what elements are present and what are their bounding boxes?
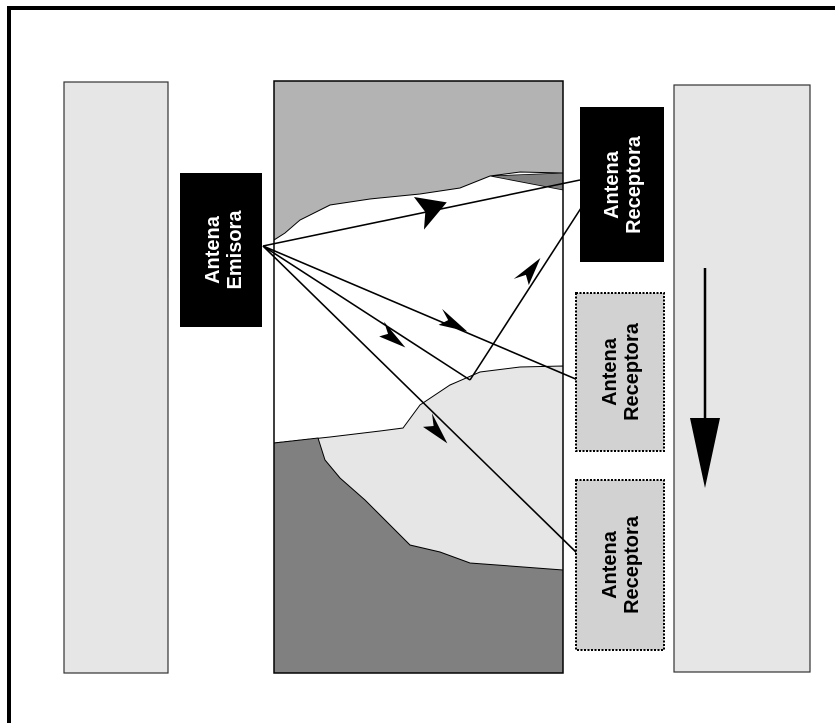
receiver-antenna-3: Antena Receptora (575, 479, 665, 651)
receiver-3-label-line2: Receptora (621, 515, 643, 614)
receiver-3-label-line1: Antena (599, 530, 621, 599)
arrowhead-icon (423, 413, 448, 444)
emitter-antenna: Antena Emisora (180, 173, 262, 327)
ray-reflected-outgoing (469, 204, 584, 381)
receiver-2-label-line2: Receptora (621, 322, 643, 421)
right-panel (673, 84, 811, 673)
ray-direct (262, 179, 581, 247)
arrowhead-icon (413, 197, 447, 230)
arrowhead-icon (513, 258, 541, 286)
left-panel (63, 81, 169, 674)
receiver-antenna-1: Antena Receptora (580, 107, 664, 262)
receiver-antenna-2: Antena Receptora (575, 292, 665, 452)
ray-to-receiver-3 (262, 245, 581, 557)
receiver-2-label-line1: Antena (599, 337, 621, 406)
receiver-box-2 (575, 292, 665, 452)
arrowhead-icon (438, 308, 468, 332)
ray-paths (262, 179, 584, 557)
lower-layer (274, 437, 563, 673)
ray-arrowheads (379, 197, 541, 444)
upper-layer (274, 81, 563, 241)
emitter-label-line1: Antena (202, 215, 224, 284)
propagation-medium (274, 81, 563, 673)
receiver-1-label-line1: Antena (601, 150, 623, 219)
emitter-label-line2: Emisora (224, 210, 246, 290)
medium-border (273, 80, 564, 674)
ray-reflected-incident (262, 245, 471, 381)
arrowhead-icon (379, 321, 406, 348)
down-arrow-icon (690, 268, 720, 488)
receiver-box-3 (575, 479, 665, 651)
receiver-1-label-line2: Receptora (623, 135, 645, 234)
upper-layer-sliver (489, 172, 563, 191)
ray-to-receiver-2 (262, 245, 579, 381)
emitter-box (180, 173, 262, 327)
receiver-box-1 (580, 107, 664, 262)
